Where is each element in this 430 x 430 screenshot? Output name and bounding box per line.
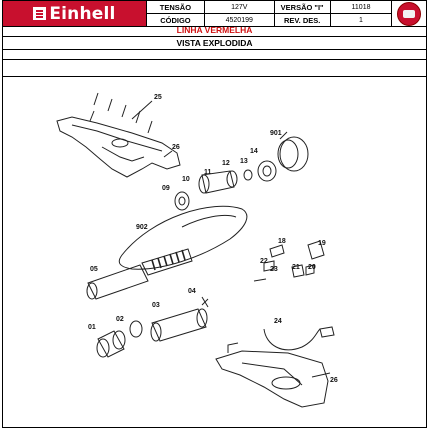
part-18-label: 18 <box>278 238 286 245</box>
part-11-label: 11 <box>204 169 212 176</box>
versao-label: VERSÃO "I" <box>273 0 331 14</box>
header-table: Einhell TENSÃO 127V VERSÃO "I" 11018 CÓD… <box>2 0 427 27</box>
part-10-label: 10 <box>182 176 190 183</box>
motor <box>198 170 238 194</box>
codigo-label: CÓDIGO <box>145 13 205 27</box>
quality-seal <box>391 0 427 27</box>
brand-name: Einhell <box>49 3 116 24</box>
part-05-label: 05 <box>90 266 98 273</box>
brand-logo: Einhell <box>2 0 147 27</box>
housing-upper <box>56 116 181 178</box>
part-09-label: 09 <box>162 185 170 192</box>
housing-lower <box>215 342 329 408</box>
blank-row <box>2 50 427 60</box>
part-26-label-top: 26 <box>172 144 180 151</box>
part-902-label: 902 <box>136 224 148 231</box>
fan <box>257 160 277 182</box>
view-title: VISTA EXPLODIDA <box>2 37 427 50</box>
tensao-value: 127V <box>203 0 275 14</box>
part-21-label: 21 <box>292 264 300 271</box>
part-26-label-bottom: 26 <box>330 377 338 384</box>
outer-tube <box>150 308 208 342</box>
blank-row-2 <box>2 60 427 77</box>
part-13-label: 13 <box>240 158 248 165</box>
part-22-label: 22 <box>260 258 268 265</box>
part-19-label: 19 <box>318 240 326 247</box>
screws-group <box>89 92 153 134</box>
part-25-label: 25 <box>154 94 162 101</box>
part-23-label: 23 <box>270 266 278 273</box>
heating-shroud <box>118 205 248 270</box>
part-01-label: 01 <box>88 324 96 331</box>
tensao-label: TENSÃO <box>145 0 205 14</box>
nozzle-tube <box>86 264 149 300</box>
rev-label: REV. DES. <box>273 13 331 27</box>
part-03-label: 03 <box>152 302 160 309</box>
seal-icon <box>397 1 422 26</box>
brand-mark-icon <box>33 7 47 20</box>
part-14-label: 14 <box>250 148 258 155</box>
part-901-label: 901 <box>270 130 282 137</box>
part-04-label: 04 <box>188 288 196 295</box>
part-12-label: 12 <box>222 160 230 167</box>
part-24-label: 24 <box>274 318 282 325</box>
part-02-label: 02 <box>116 316 124 323</box>
heating-coil <box>141 248 193 276</box>
part-20-label: 20 <box>308 264 316 271</box>
end-cap <box>277 136 309 172</box>
exploded-view-diagram: 25 26 901 14 13 12 11 10 09 902 18 19 22… <box>56 92 338 408</box>
versao-value: 11018 <box>329 0 393 14</box>
power-cord <box>263 326 335 351</box>
line-title: LINHA VERMELHA <box>2 24 427 37</box>
nozzle <box>96 330 126 358</box>
rev-value: 1 <box>329 13 393 27</box>
